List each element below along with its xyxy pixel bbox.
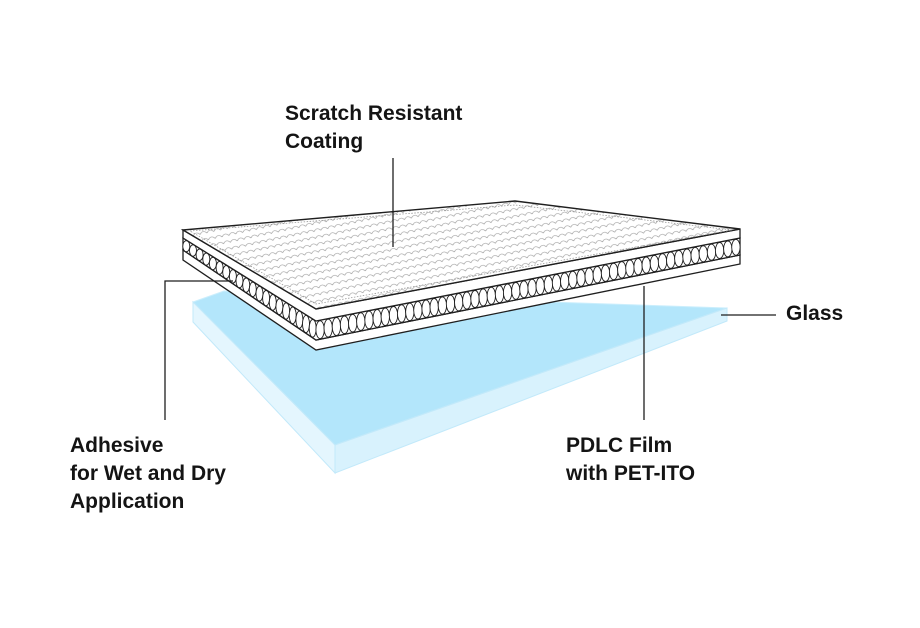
lc-droplet bbox=[706, 243, 717, 261]
adhesive-label-line-3: Application bbox=[70, 490, 185, 513]
coated-top-face bbox=[180, 200, 741, 310]
lc-droplet bbox=[608, 262, 619, 281]
pdlc-label-line-2: with PET-ITO bbox=[566, 462, 696, 485]
lc-droplet bbox=[388, 306, 399, 325]
lc-droplet bbox=[282, 302, 291, 320]
lc-droplet bbox=[308, 319, 317, 338]
lc-droplet bbox=[331, 317, 342, 336]
lc-droplet bbox=[568, 270, 578, 289]
lc-droplet bbox=[543, 275, 554, 294]
lc-droplet bbox=[714, 242, 725, 259]
lc-droplet bbox=[592, 266, 602, 284]
lc-droplet bbox=[429, 298, 439, 317]
lc-droplet bbox=[268, 294, 277, 311]
lc-droplet bbox=[576, 269, 586, 287]
leader-lines bbox=[164, 158, 776, 420]
lc-droplet bbox=[641, 256, 651, 274]
lc-droplet bbox=[195, 248, 204, 262]
pdlc-label: PDLC Film with PET-ITO bbox=[566, 432, 695, 488]
lc-droplet bbox=[617, 261, 627, 279]
lc-droplet bbox=[723, 240, 733, 258]
lc-droplet bbox=[657, 253, 668, 271]
lc-droplet bbox=[633, 258, 643, 276]
glass-label-line-1: Glass bbox=[786, 302, 844, 325]
lc-droplet bbox=[364, 310, 374, 330]
lc-droplet bbox=[235, 273, 244, 289]
glass-label: Glass bbox=[786, 300, 843, 328]
lc-droplet bbox=[437, 296, 448, 315]
pdlc-stack bbox=[180, 200, 741, 351]
lc-droplet bbox=[380, 307, 390, 326]
pdlc-label-line-1: PDLC Film bbox=[566, 434, 673, 457]
lc-droplet bbox=[288, 306, 297, 325]
coating-label-line-1: Scratch Resistant bbox=[285, 102, 463, 125]
lc-droplet bbox=[470, 290, 480, 308]
lc-droplet bbox=[511, 282, 521, 300]
glass-left-edge bbox=[192, 300, 336, 475]
lc-droplet bbox=[682, 248, 692, 266]
lc-droplet bbox=[215, 260, 224, 275]
lc-droplet bbox=[731, 238, 741, 256]
lc-droplet bbox=[242, 277, 251, 293]
lc-droplet bbox=[262, 290, 271, 307]
lc-droplet bbox=[486, 286, 496, 305]
lc-droplet bbox=[202, 252, 211, 266]
lc-droplet bbox=[535, 277, 545, 295]
coating-label: Scratch Resistant Coating bbox=[285, 100, 462, 156]
lc-droplet bbox=[519, 280, 529, 299]
lc-droplet bbox=[600, 264, 611, 282]
lc-droplet bbox=[551, 274, 562, 292]
lc-droplet bbox=[208, 256, 217, 271]
lc-droplet bbox=[445, 294, 456, 313]
coating-label-line-2: Coating bbox=[285, 130, 364, 153]
lc-droplet bbox=[339, 315, 350, 335]
lc-droplet bbox=[560, 272, 570, 290]
lc-droplet bbox=[666, 251, 676, 269]
lc-droplet bbox=[698, 245, 708, 263]
adhesive-label-line-1: Adhesive bbox=[70, 434, 164, 457]
lc-droplet bbox=[323, 318, 333, 338]
lc-droplet bbox=[527, 278, 537, 297]
lc-droplet bbox=[674, 250, 684, 268]
lc-droplet bbox=[462, 291, 472, 310]
lc-droplet bbox=[405, 302, 415, 322]
lc-droplet bbox=[372, 309, 382, 328]
lc-droplet bbox=[478, 288, 488, 307]
adhesive-label-line-2: for Wet and Dry bbox=[70, 462, 226, 485]
lc-droplet bbox=[584, 267, 594, 286]
lc-droplet bbox=[222, 265, 231, 280]
lc-droplet bbox=[295, 310, 304, 329]
lc-droplet bbox=[348, 313, 358, 333]
lc-droplet bbox=[255, 285, 264, 302]
lc-droplet bbox=[356, 312, 366, 331]
lc-droplet bbox=[625, 259, 635, 277]
lc-droplet bbox=[275, 298, 284, 316]
adhesive-leader bbox=[164, 280, 233, 420]
lc-droplet bbox=[649, 254, 660, 273]
adhesive-label: Adhesive for Wet and Dry Application bbox=[70, 432, 226, 516]
bead-rim bbox=[188, 204, 733, 305]
lc-droplet bbox=[413, 301, 423, 320]
lc-droplet bbox=[454, 293, 464, 312]
lc-droplet bbox=[248, 281, 257, 298]
lc-droplet bbox=[315, 320, 325, 340]
lc-droplet bbox=[396, 304, 407, 323]
lc-droplet bbox=[494, 285, 505, 304]
lc-droplet bbox=[302, 314, 310, 334]
lc-droplet bbox=[502, 283, 513, 302]
lc-droplets bbox=[182, 238, 741, 340]
lc-droplet bbox=[690, 246, 700, 264]
lc-droplet bbox=[421, 299, 431, 318]
